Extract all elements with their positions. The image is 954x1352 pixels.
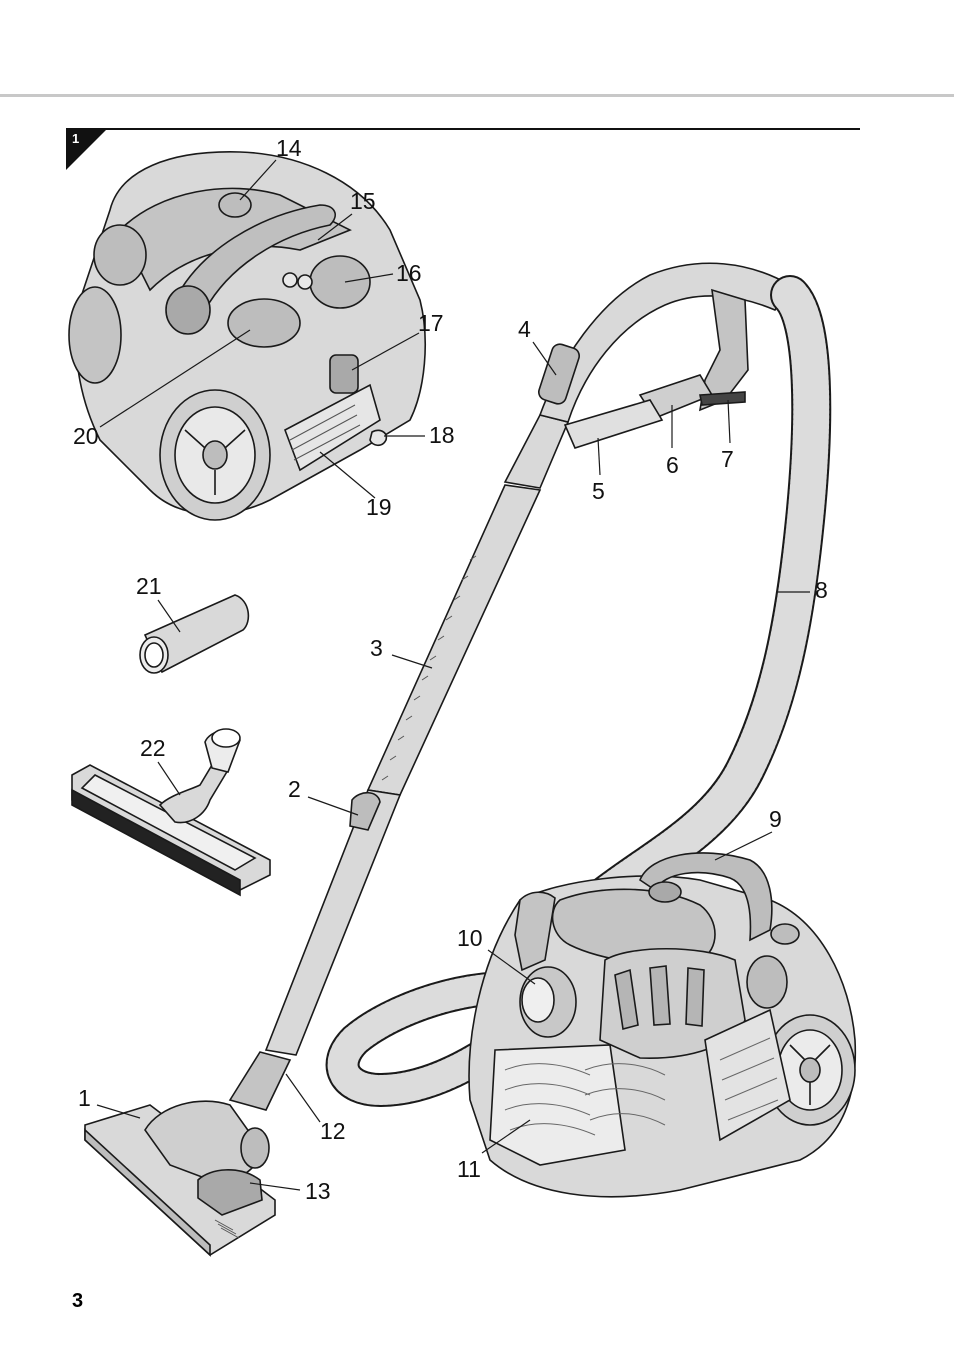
- callout-9: 9: [769, 806, 782, 832]
- callout-8: 8: [815, 577, 828, 603]
- suction-hose-8: [325, 275, 832, 1108]
- vacuum-body-main: [468, 852, 857, 1198]
- callout-18: 18: [429, 422, 455, 448]
- nozzle-tube-21: [139, 594, 250, 674]
- leader-21: [157, 599, 181, 633]
- callout-14: 14: [276, 135, 302, 161]
- callout-5: 5: [592, 478, 605, 504]
- callout-21: 21: [136, 573, 162, 599]
- callout-22: 22: [140, 735, 166, 761]
- callout-13: 13: [305, 1178, 331, 1204]
- callout-1: 1: [78, 1085, 91, 1111]
- callout-17: 17: [418, 310, 444, 336]
- figure-number-badge: [66, 128, 108, 170]
- rear-view-leaders: [99, 159, 425, 499]
- callout-15: 15: [350, 188, 376, 214]
- callout-6: 6: [666, 452, 679, 478]
- leader-22: [157, 761, 181, 796]
- page-number: 3: [72, 1290, 84, 1312]
- callout-4: 4: [518, 316, 531, 342]
- header-rule: [0, 94, 954, 97]
- callout-10: 10: [457, 925, 483, 951]
- callout-7: 7: [721, 446, 734, 472]
- telescopic-tube-3: [264, 414, 570, 1056]
- callout-20: 20: [73, 423, 99, 449]
- callout-11: 11: [457, 1156, 481, 1182]
- main-view-leaders: [96, 341, 810, 1191]
- callout-19: 19: [366, 494, 392, 520]
- vacuum-rear-view: [68, 151, 426, 521]
- callout-12: 12: [320, 1118, 346, 1144]
- callout-16: 16: [396, 260, 422, 286]
- figure-number: 1: [72, 131, 80, 146]
- floor-nozzle-22: [71, 728, 271, 897]
- callout-2: 2: [288, 776, 301, 802]
- floor-brush-1: [84, 1051, 292, 1257]
- callout-3: 3: [370, 635, 383, 661]
- hose-handle: [538, 262, 792, 449]
